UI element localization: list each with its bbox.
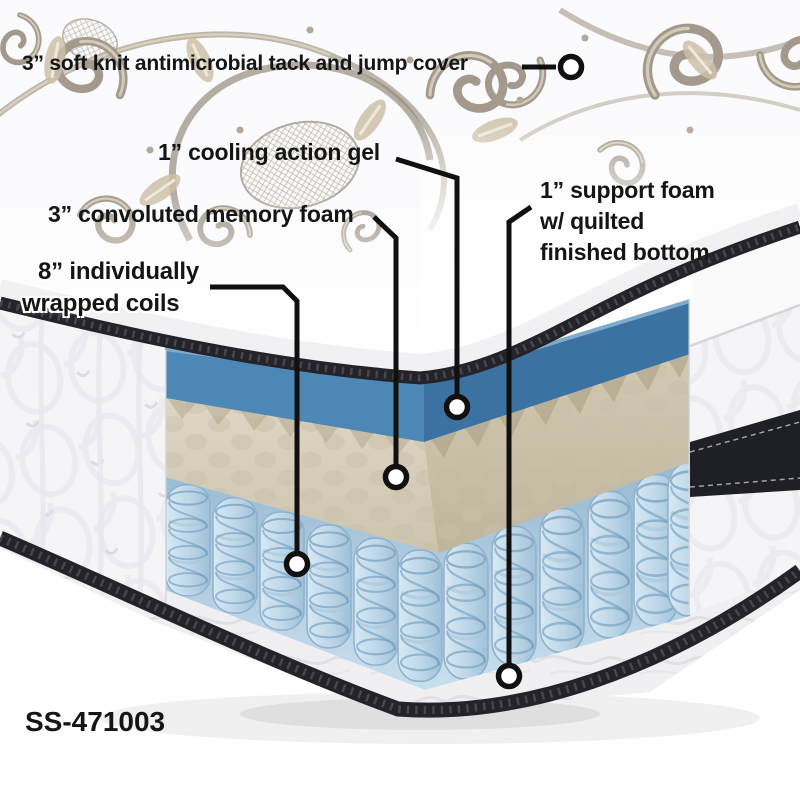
wrapped-coils-layer	[160, 460, 690, 690]
gel-right-face	[424, 300, 690, 442]
callout-endpoints	[283, 53, 585, 690]
support-foam-label-line3: finished bottom	[540, 239, 710, 265]
cover-label: 3” soft knit antimicrobial tack and jump…	[22, 53, 468, 74]
wrapped-coils-label-line1: 8” individually	[38, 258, 200, 285]
bottom-binding-tape	[0, 531, 800, 718]
callout-line-gel	[395, 156, 460, 394]
cover-edge-sheen	[0, 203, 800, 373]
floor-shadow	[100, 692, 760, 744]
skirt-piping	[689, 303, 800, 348]
band-stitching	[689, 421, 800, 488]
top-binding-tape	[0, 220, 800, 385]
memory-foam-label-text: 3” convoluted memory foam	[48, 201, 354, 227]
callout-line-coils	[210, 284, 300, 551]
cover-label-text: 3” soft knit antimicrobial tack and jump…	[22, 52, 468, 75]
side-black-band	[690, 410, 800, 497]
callout-line-support	[506, 204, 533, 663]
support-foam-label-line1: 1” support foam	[540, 177, 715, 203]
support-foam-label: 1” support foam w/ quilted finished bott…	[540, 175, 715, 268]
quilted-bottom-fabric	[0, 528, 800, 716]
model-number-text: SS-471003	[25, 706, 166, 737]
right-side-panel	[689, 227, 800, 614]
cooling-gel-label: 1” cooling action gel	[158, 141, 380, 164]
cooling-gel-label-text: 1” cooling action gel	[158, 139, 380, 165]
callout-lines	[210, 64, 556, 663]
callout-line-foam	[372, 215, 399, 464]
wrapped-coils-label: 8” individually wrapped coils	[22, 256, 199, 320]
callout-endpoint-support	[495, 662, 523, 690]
wrapped-coils-label-line2: wrapped coils	[22, 290, 180, 317]
callout-endpoint-foam	[382, 463, 410, 491]
cover-side-skirt	[690, 227, 800, 346]
memory-foam-label: 3” convoluted memory foam	[48, 203, 354, 226]
callout-endpoint-cover	[557, 53, 585, 81]
left-side-panel	[0, 308, 165, 612]
support-foam-label-line2: w/ quilted	[540, 208, 645, 234]
callout-endpoint-gel	[443, 393, 471, 421]
callout-endpoint-coils	[283, 550, 311, 578]
model-number: SS-471003	[25, 708, 165, 736]
